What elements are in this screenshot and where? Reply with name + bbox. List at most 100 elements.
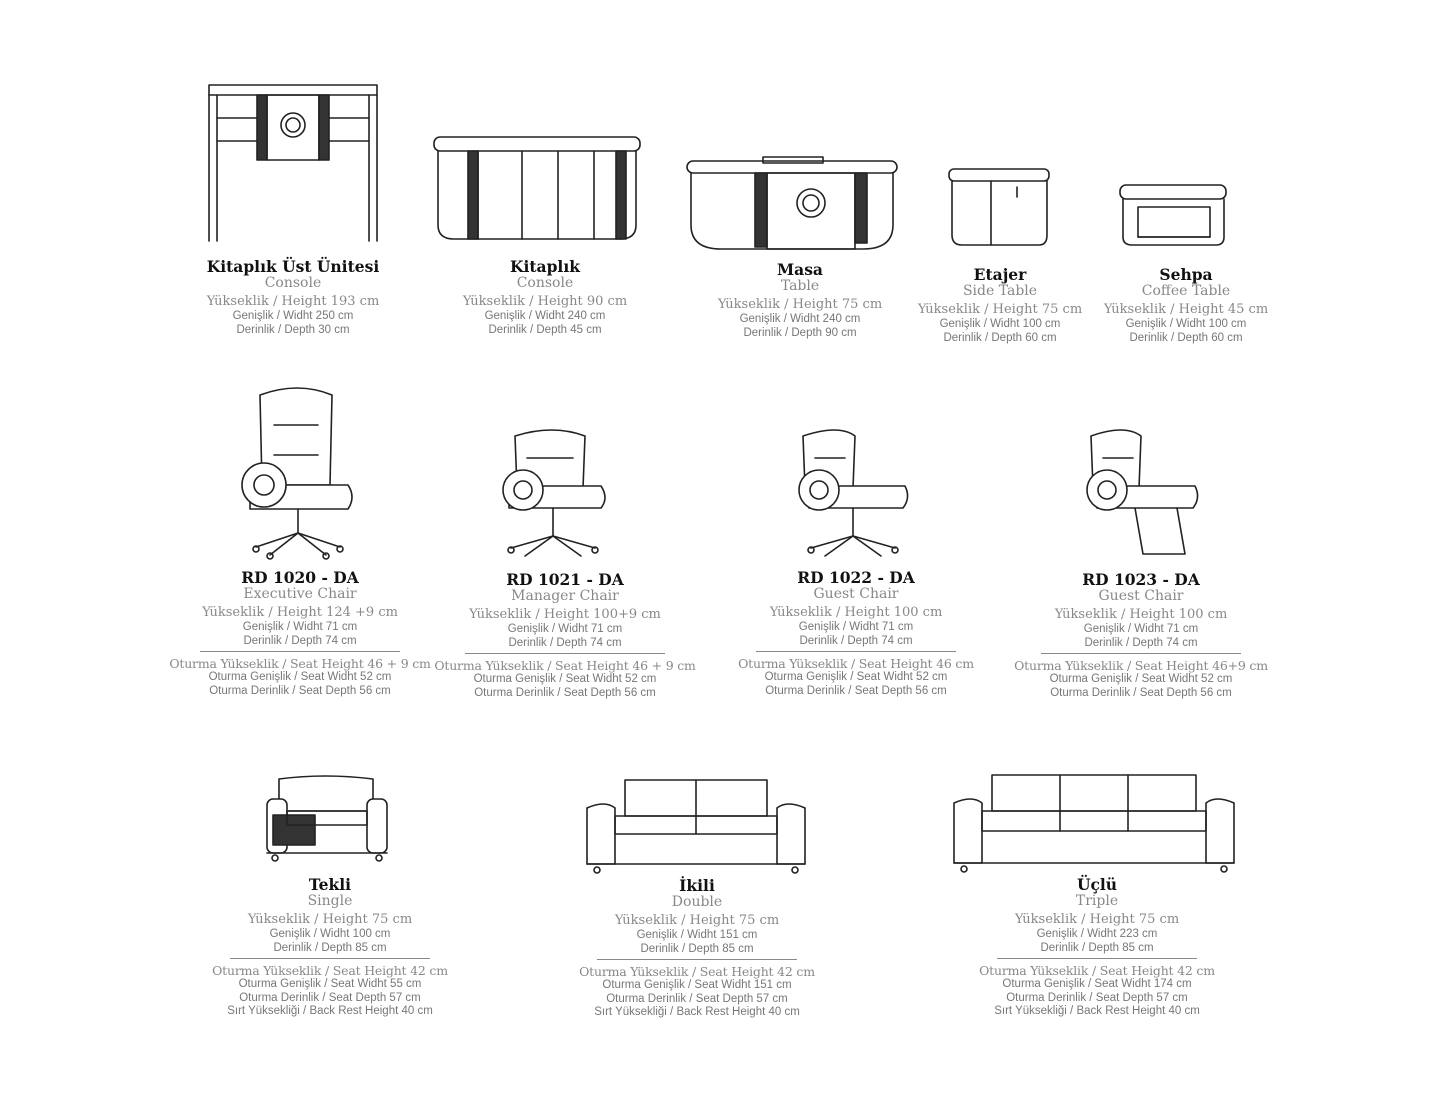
product-title: Kitaplık Üst Ünitesi	[206, 257, 380, 276]
console-drawing	[432, 135, 642, 243]
seat-spec: Oturma Yükseklik / Seat Height 42 cm	[579, 963, 815, 979]
product-title: Kitaplık	[510, 257, 580, 276]
divider	[230, 957, 430, 959]
height-spec: Yükseklik / Height 75 cm	[247, 911, 413, 927]
height-spec: Yükseklik / Height 124 +9 cm	[202, 604, 398, 620]
width-spec: Genişlik / Widht 71 cm	[798, 620, 914, 633]
height-spec: Yükseklik / Height 90 cm	[462, 293, 628, 309]
divider	[465, 652, 665, 654]
depth-spec: Derinlik / Depth 85 cm	[640, 943, 754, 955]
height-spec: Yükseklik / Height 45 cm	[1103, 301, 1269, 317]
product-subtitle: Coffee Table	[1141, 282, 1231, 299]
seat-spec: Oturma Yükseklik / Seat Height 42 cm	[979, 962, 1215, 978]
width-spec: Genişlik / Widht 250 cm	[232, 309, 354, 322]
seat-spec: Oturma Derinlik / Seat Depth 57 cm	[239, 991, 421, 1004]
seat-spec: Oturma Derinlik / Seat Depth 56 cm	[474, 686, 656, 699]
product-subtitle: Double	[671, 893, 723, 910]
manager-chair-drawing	[497, 428, 611, 560]
triple-sofa-drawing	[952, 773, 1236, 877]
depth-spec: Derinlik / Depth 30 cm	[236, 324, 350, 336]
seat-spec: Sırt Yüksekliği / Back Rest Height 40 cm	[227, 1005, 433, 1017]
width-spec: Genişlik / Widht 151 cm	[636, 928, 758, 941]
width-spec: Genişlik / Widht 240 cm	[484, 309, 606, 322]
seat-spec: Oturma Yükseklik / Seat Height 46 + 9 cm	[434, 657, 696, 673]
seat-spec: Sırt Yüksekliği / Back Rest Height 40 cm	[594, 1006, 800, 1018]
product-title: Etajer	[973, 265, 1027, 284]
seat-spec: Oturma Derinlik / Seat Depth 56 cm	[1050, 686, 1232, 699]
depth-spec: Derinlik / Depth 60 cm	[943, 332, 1057, 344]
divider	[597, 958, 797, 960]
seat-spec: Oturma Genişlik / Seat Widht 52 cm	[473, 673, 657, 685]
coffee-table-drawing	[1118, 183, 1228, 247]
depth-spec: Derinlik / Depth 90 cm	[743, 327, 857, 339]
depth-spec: Derinlik / Depth 74 cm	[508, 637, 622, 649]
table-drawing	[685, 155, 899, 253]
width-spec: Genişlik / Widht 71 cm	[1083, 622, 1199, 635]
depth-spec: Derinlik / Depth 85 cm	[273, 942, 387, 954]
seat-spec: Oturma Derinlik / Seat Depth 57 cm	[606, 992, 788, 1005]
height-spec: Yükseklik / Height 75 cm	[917, 301, 1083, 317]
divider	[997, 957, 1197, 959]
seat-spec: Oturma Yükseklik / Seat Height 46+9 cm	[1014, 657, 1268, 673]
guest-chair-drawing	[795, 428, 913, 560]
seat-spec: Oturma Genişlik / Seat Widht 52 cm	[208, 671, 392, 683]
height-spec: Yükseklik / Height 75 cm	[1014, 911, 1180, 927]
seat-spec: Oturma Derinlik / Seat Depth 57 cm	[1006, 991, 1188, 1004]
product-title: İkili	[679, 876, 715, 895]
width-spec: Genişlik / Widht 100 cm	[1125, 317, 1247, 330]
depth-spec: Derinlik / Depth 45 cm	[488, 324, 602, 336]
seat-spec: Oturma Derinlik / Seat Depth 56 cm	[209, 684, 391, 697]
width-spec: Genişlik / Widht 100 cm	[269, 927, 391, 940]
width-spec: Genişlik / Widht 71 cm	[242, 620, 358, 633]
guest-chair-sled-drawing	[1085, 428, 1203, 560]
depth-spec: Derinlik / Depth 74 cm	[243, 635, 357, 647]
product-subtitle: Single	[307, 892, 353, 909]
product-subtitle: Side Table	[962, 282, 1038, 299]
height-spec: Yükseklik / Height 100+9 cm	[469, 606, 661, 622]
height-spec: Yükseklik / Height 100 cm	[1054, 606, 1228, 622]
seat-spec: Sırt Yüksekliği / Back Rest Height 40 cm	[994, 1005, 1200, 1017]
seat-spec: Oturma Genişlik / Seat Widht 55 cm	[238, 978, 422, 990]
product-title: Tekli	[308, 875, 352, 894]
depth-spec: Derinlik / Depth 74 cm	[799, 635, 913, 647]
seat-spec: Oturma Derinlik / Seat Depth 56 cm	[765, 684, 947, 697]
product-subtitle: Guest Chair	[813, 585, 899, 602]
width-spec: Genişlik / Widht 100 cm	[939, 317, 1061, 330]
side-table-drawing	[947, 167, 1051, 247]
single-sofa-drawing	[265, 775, 389, 865]
divider	[1041, 652, 1241, 654]
divider	[200, 650, 400, 652]
product-title: RD 1020 - DA	[241, 568, 359, 587]
depth-spec: Derinlik / Depth 85 cm	[1040, 942, 1154, 954]
product-title: RD 1022 - DA	[797, 568, 915, 587]
width-spec: Genişlik / Widht 71 cm	[507, 622, 623, 635]
double-sofa-drawing	[585, 778, 807, 878]
depth-spec: Derinlik / Depth 60 cm	[1129, 332, 1243, 344]
product-title: RD 1021 - DA	[506, 570, 624, 589]
product-title: Üçlü	[1076, 875, 1118, 894]
product-subtitle: Console	[264, 274, 322, 291]
width-spec: Genişlik / Widht 240 cm	[739, 312, 861, 325]
bookshelf-top-unit-drawing	[207, 83, 379, 243]
product-subtitle: Console	[516, 274, 574, 291]
seat-spec: Oturma Yükseklik / Seat Height 42 cm	[212, 962, 448, 978]
product-subtitle: Executive Chair	[243, 585, 357, 602]
product-subtitle: Manager Chair	[511, 587, 619, 604]
height-spec: Yükseklik / Height 100 cm	[769, 604, 943, 620]
height-spec: Yükseklik / Height 75 cm	[717, 296, 883, 312]
product-title: RD 1023 - DA	[1082, 570, 1200, 589]
seat-spec: Oturma Genişlik / Seat Widht 52 cm	[764, 671, 948, 683]
executive-chair-drawing	[240, 385, 358, 560]
divider	[756, 650, 956, 652]
seat-spec: Oturma Genişlik / Seat Widht 52 cm	[1049, 673, 1233, 685]
seat-spec: Oturma Yükseklik / Seat Height 46 cm	[738, 655, 974, 671]
